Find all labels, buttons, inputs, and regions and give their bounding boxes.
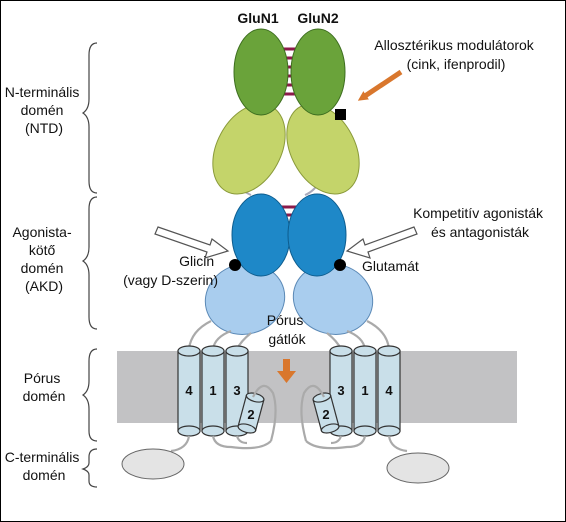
helix-bundle-left (177, 345, 265, 437)
bracket-ntd (81, 42, 98, 194)
agonist-arrow-left (154, 226, 230, 259)
pore-blocker-arrow-head (277, 371, 296, 383)
helix-label-right-4: 2 (322, 407, 329, 422)
pore-blocker-arrow-shaft (283, 359, 290, 371)
glycine-binding-site (229, 259, 241, 271)
annotation-allosteric-modulators: Allosztérikus modulátorok (cink, ifenpro… (374, 37, 537, 72)
c-terminal-domain-right (386, 452, 450, 484)
allosteric-arrow (357, 69, 403, 101)
bracket-pore (81, 348, 98, 442)
domain-brackets (81, 42, 98, 488)
helix-label-left-3: 3 (233, 383, 240, 398)
domain-label-ntd: N-terminális domén (NTD) (5, 84, 84, 136)
agonist-arrow-right (345, 226, 418, 259)
pore-loop-right (300, 384, 325, 442)
annotation-pore-blockers: Pórus gátlók (267, 312, 307, 347)
ntd-upper-lobe-glun1 (233, 28, 289, 116)
domain-label-pore: Pórus domén (23, 370, 66, 404)
domain-label-akd: Agonista- kötő domén (AKD) (12, 224, 75, 294)
helix-label-right-2: 1 (361, 383, 368, 398)
domain-label-cterm: C-terminális domén (5, 449, 84, 483)
pore-loop-left (252, 384, 277, 442)
subunit-label-glun2: GluN2 (297, 10, 338, 26)
lbd-upper-lobe-glun2 (287, 193, 347, 277)
annotation-glycine: Glicin (vagy D-szerin) (123, 253, 218, 288)
c-terminal-domain-left (121, 448, 185, 480)
intracellular-linkers (170, 435, 408, 453)
bracket-cterm (81, 448, 98, 488)
ntd-upper-lobe-glun2 (290, 28, 346, 116)
subunit-label-glun1: GluN1 (237, 10, 278, 26)
allosteric-site-marker (335, 109, 346, 120)
glutamate-binding-site (334, 259, 346, 271)
ntd-lower-lobe-glun2 (286, 103, 360, 195)
helix-label-left-2: 1 (209, 383, 216, 398)
helix-label-right-3: 4 (385, 383, 393, 398)
helix-label-left-4: 2 (247, 407, 254, 422)
helix-label-right-1: 3 (337, 383, 344, 398)
helix-label-left-1: 4 (185, 383, 193, 398)
annotation-competitive-agents: Kompetitív agonisták és antagonisták (413, 205, 547, 240)
helix-bundle-right (312, 345, 401, 437)
annotation-glutamate: Glutamát (362, 258, 419, 274)
bracket-akd (81, 196, 98, 330)
